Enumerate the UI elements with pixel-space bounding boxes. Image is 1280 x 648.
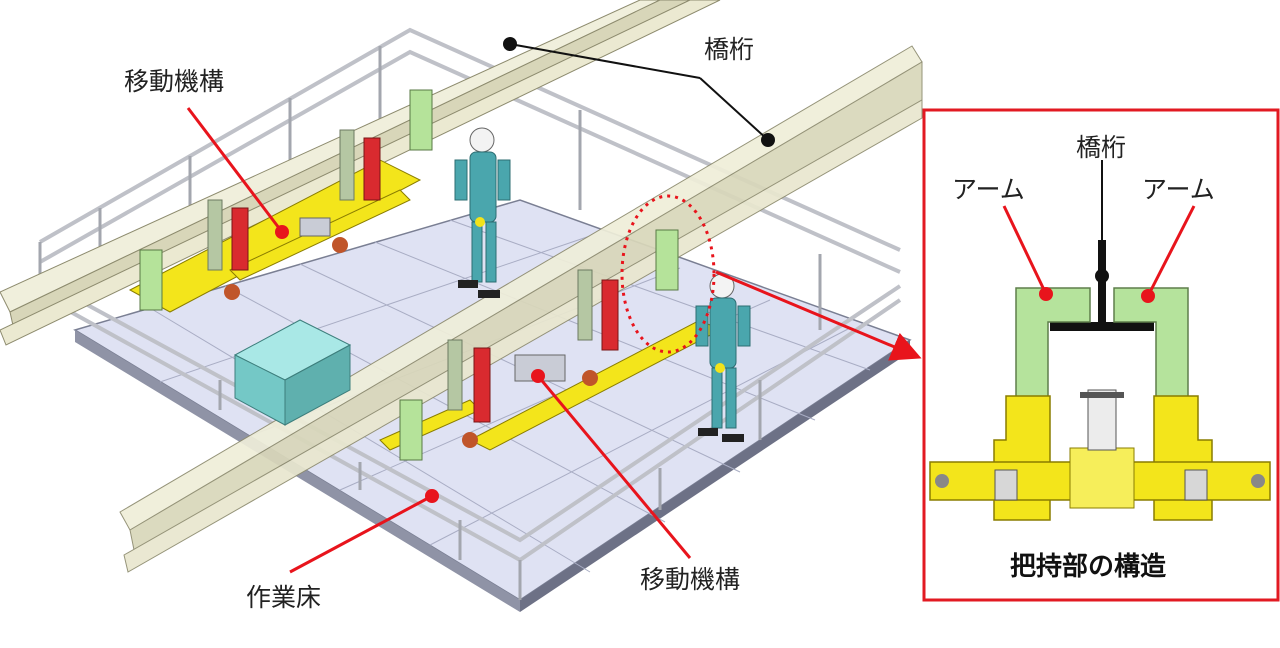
work-floor-marker xyxy=(425,489,439,503)
label-girder-top: 橋桁 xyxy=(704,35,755,64)
inset-label-arm-right: アーム xyxy=(1142,175,1215,204)
worker-rear xyxy=(454,127,511,298)
label-moving-mechanism-bottom: 移動機構 xyxy=(640,565,741,594)
girder-marker-2 xyxy=(761,133,775,147)
inset-caption: 把持部の構造 xyxy=(1010,552,1167,582)
equipment-box xyxy=(233,319,352,426)
moving-mech-marker-1 xyxy=(275,225,289,239)
inset-label-girder: 橋桁 xyxy=(1076,133,1127,162)
worker-front xyxy=(695,273,751,442)
gripper-inset xyxy=(922,108,1280,602)
inset-girder-marker xyxy=(1095,269,1109,283)
inset-arm-right-marker xyxy=(1141,289,1155,303)
moving-mech-marker-2 xyxy=(531,369,545,383)
gripper-highlight-ellipse xyxy=(620,194,716,354)
moving-mechanism-front xyxy=(379,229,722,461)
leader-lines xyxy=(186,37,922,574)
girder-marker-1 xyxy=(503,37,517,51)
inset-arm-left-marker xyxy=(1039,287,1053,301)
bridge-girder-lower xyxy=(119,45,923,573)
label-work-floor: 作業床 xyxy=(246,583,322,612)
inset-label-arm-left: アーム xyxy=(952,175,1025,204)
label-moving-mechanism-top: 移動機構 xyxy=(124,67,225,96)
moving-mechanism-rear xyxy=(128,89,433,313)
